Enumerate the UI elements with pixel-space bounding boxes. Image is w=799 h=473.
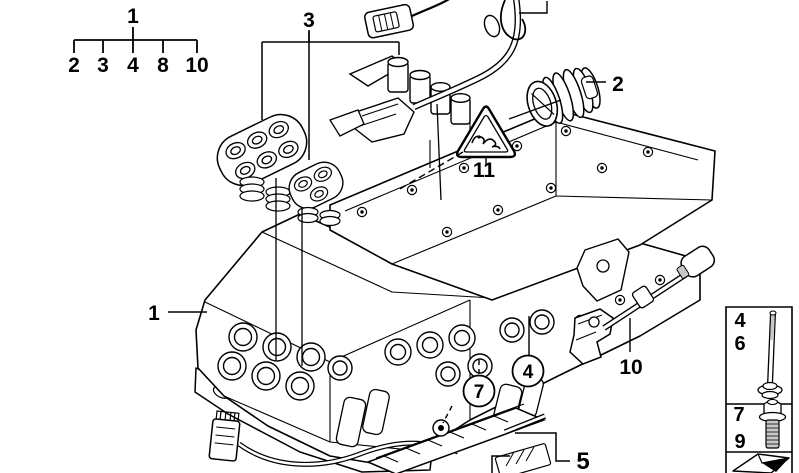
side-bracket	[576, 238, 630, 302]
legend-child-2: 2	[68, 54, 80, 77]
harness-leader-corner	[519, 1, 548, 14]
hardware-label-7: 7	[733, 404, 744, 426]
legend-root-label: 1	[127, 5, 139, 28]
hardware-cell-1: 4 6	[734, 310, 783, 400]
hardware-label-4: 4	[734, 310, 746, 332]
legend-child-10: 10	[185, 54, 208, 77]
hardware-reference-box: 4 6 7 9	[725, 306, 793, 473]
switch-rail	[365, 403, 552, 473]
callout-11-label: 11	[473, 159, 496, 182]
grommet-plate-small	[288, 161, 344, 210]
grommet-skirts-small	[297, 206, 341, 227]
legend-child-3: 3	[97, 54, 109, 77]
retaining-clip-icon	[732, 453, 790, 473]
grommet-skirts-large	[239, 176, 291, 212]
callout-10-label: 10	[619, 356, 642, 379]
circled-callout-7: 7	[462, 374, 496, 408]
hardware-cell-2: 7 9	[733, 398, 787, 453]
solenoid-foot	[329, 109, 365, 137]
legend-child-4: 4	[127, 54, 139, 77]
flanged-screw-icon	[758, 398, 787, 449]
wiring-harness	[364, 0, 548, 110]
callout-1-label: 1	[148, 302, 160, 325]
long-bolt-icon	[757, 310, 783, 400]
cable-connector	[208, 410, 241, 462]
circled-callout-4: 4	[511, 354, 545, 388]
grommet-plate-large	[216, 113, 308, 187]
callout-3-label: 3	[303, 9, 315, 32]
hardware-label-6: 6	[734, 333, 745, 355]
solenoid-cylinders	[387, 56, 471, 125]
hardware-label-9: 9	[734, 431, 745, 453]
leader-lines	[168, 30, 631, 473]
hardware-cell-3	[732, 453, 790, 473]
position-sensor	[569, 245, 716, 365]
callout-5-label: 5	[576, 448, 589, 473]
callout-labels: 1 2 3 5 10 11 7 4	[148, 9, 643, 473]
valve-bores	[217, 309, 555, 401]
legend-child-8: 8	[157, 54, 169, 77]
solenoid-block	[353, 97, 415, 143]
callout-4-label: 4	[523, 362, 534, 383]
callout-7-label: 7	[474, 382, 485, 403]
callout-2-label: 2	[612, 73, 624, 96]
bottom-assembly	[208, 403, 552, 473]
legend-tree: 1 2 3 4 8 10	[68, 5, 209, 77]
solenoid-cluster	[329, 55, 471, 143]
